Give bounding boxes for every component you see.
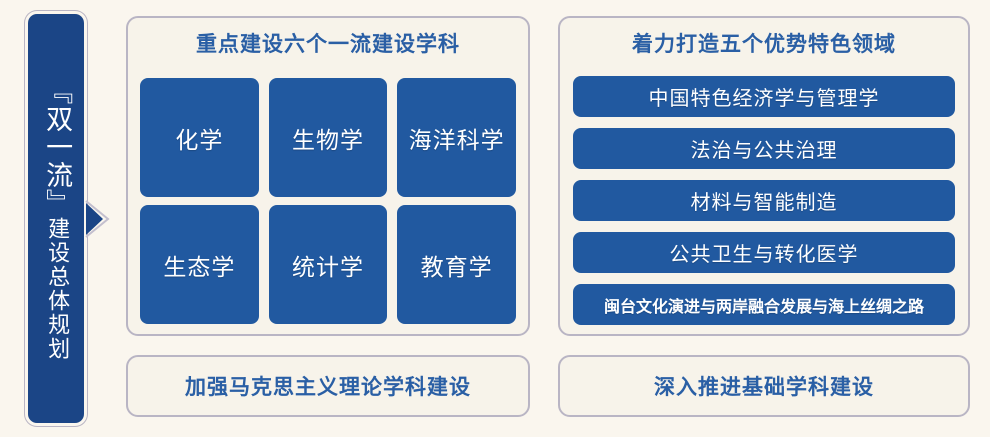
discipline-tile-label: 化学	[175, 126, 224, 153]
banner-headline: 双一流	[41, 104, 73, 189]
field-pill[interactable]: 材料与智能制造	[573, 180, 955, 221]
discipline-tile[interactable]: 统计学	[268, 205, 388, 324]
disciplines-tile-grid: 化学 生物学 海洋科学 生态学 统计学 教育学	[140, 78, 516, 324]
fields-panel: 着力打造五个优势特色领域 中国特色经济学与管理学 法治与公共治理 材料与智能制造…	[558, 16, 970, 336]
vertical-banner: 『双一流』建设总体规划	[28, 14, 84, 423]
fields-pill-list: 中国特色经济学与管理学 法治与公共治理 材料与智能制造 公共卫生与转化医学 闽台…	[573, 76, 955, 325]
basic-discipline-card[interactable]: 深入推进基础学科建设	[558, 355, 970, 417]
field-pill-label: 中国特色经济学与管理学	[648, 88, 880, 110]
disciplines-panel-title: 重点建设六个一流建设学科	[196, 33, 460, 56]
discipline-tile[interactable]: 海洋科学	[397, 78, 516, 197]
flow-arrow	[84, 195, 112, 243]
vertical-banner-label: 『双一流』建设总体规划	[41, 76, 73, 361]
field-pill[interactable]: 法治与公共治理	[573, 128, 955, 169]
fields-panel-title: 着力打造五个优势特色领域	[632, 33, 896, 56]
basic-discipline-label: 深入推进基础学科建设	[654, 376, 874, 399]
discipline-tile-label: 生态学	[163, 253, 236, 280]
banner-bracket-open: 『	[41, 76, 73, 105]
discipline-tile[interactable]: 生态学	[140, 205, 259, 324]
triangle-right-icon	[85, 200, 110, 238]
field-pill-label: 闽台文化演进与两岸融合发展与海上丝绸之路	[603, 298, 924, 316]
discipline-tile-label: 海洋科学	[408, 126, 505, 153]
discipline-tile[interactable]: 生物学	[268, 78, 388, 197]
discipline-tile-label: 生物学	[291, 126, 364, 153]
field-pill-label: 公共卫生与转化医学	[669, 244, 859, 266]
banner-bracket-close: 』	[41, 188, 73, 217]
disciplines-panel: 重点建设六个一流建设学科 化学 生物学 海洋科学 生态学 统计学 教育学	[126, 16, 530, 336]
field-pill[interactable]: 中国特色经济学与管理学	[573, 76, 955, 117]
marxism-discipline-card[interactable]: 加强马克思主义理论学科建设	[126, 355, 530, 417]
discipline-tile-label: 统计学	[291, 253, 364, 280]
discipline-tile[interactable]: 教育学	[397, 205, 516, 324]
discipline-tile-label: 教育学	[420, 253, 493, 280]
marxism-discipline-label: 加强马克思主义理论学科建设	[185, 376, 471, 399]
field-pill[interactable]: 闽台文化演进与两岸融合发展与海上丝绸之路	[573, 284, 955, 325]
field-pill[interactable]: 公共卫生与转化医学	[573, 232, 955, 273]
banner-subline: 建设总体规划	[44, 216, 70, 361]
discipline-tile[interactable]: 化学	[140, 78, 259, 197]
field-pill-label: 法治与公共治理	[690, 140, 838, 162]
field-pill-label: 材料与智能制造	[690, 192, 838, 214]
